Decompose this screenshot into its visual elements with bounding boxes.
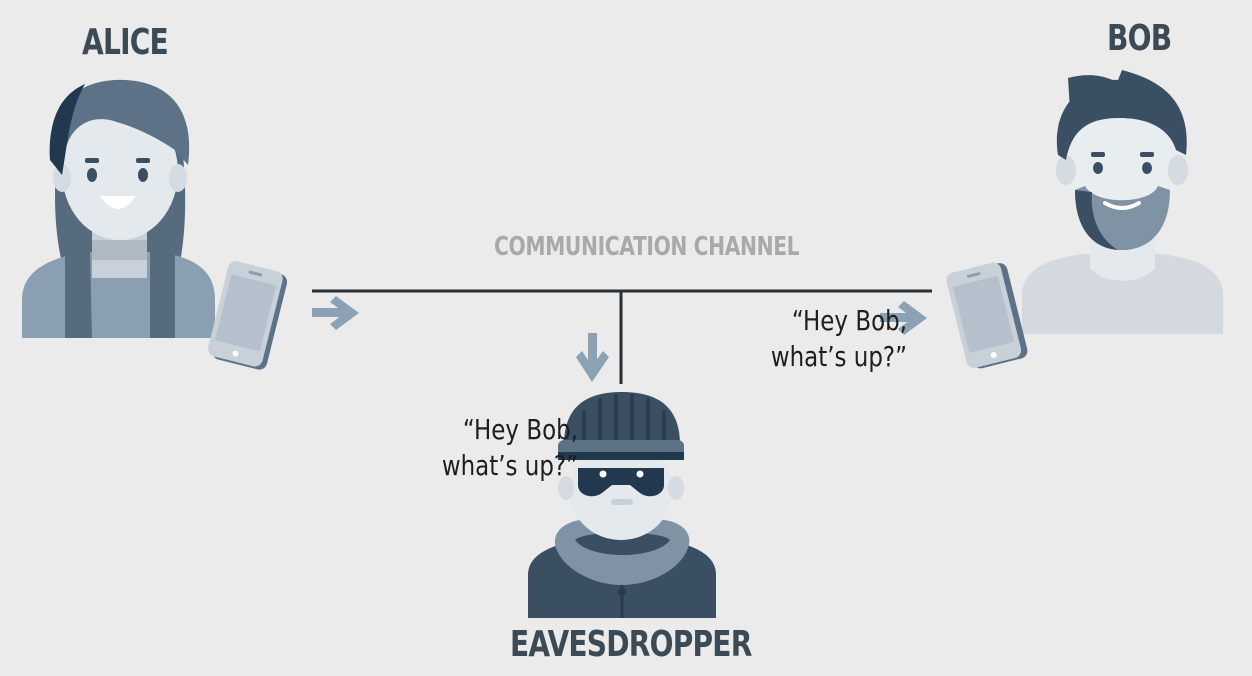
message-to-bob-line2: what’s up?” <box>770 340 907 373</box>
alice-phone-icon <box>208 261 288 370</box>
alice-avatar <box>22 79 215 338</box>
arrow-right-bob <box>880 301 927 335</box>
eavesdropper-label: EAVESDROPPER <box>510 624 752 665</box>
message-to-eavesdropper-line2: what’s up?” <box>441 449 578 482</box>
message-to-bob: “Hey Bob, what’s up?” <box>768 303 907 375</box>
message-to-eavesdropper: “Hey Bob, what’s up?” <box>439 412 578 484</box>
bob-avatar <box>1022 70 1223 334</box>
bob-phone-icon <box>946 262 1028 369</box>
channel-lines <box>312 289 932 384</box>
message-to-bob-line1: “Hey Bob, <box>791 304 907 337</box>
message-to-eavesdropper-line1: “Hey Bob, <box>462 413 578 446</box>
arrow-right-alice <box>312 296 359 330</box>
channel-label: COMMUNICATION CHANNEL <box>494 232 800 262</box>
arrow-down-eavesdropper <box>576 333 609 382</box>
alice-label: ALICE <box>82 22 169 63</box>
eavesdropper-avatar <box>528 392 716 618</box>
bob-label: BOB <box>1107 18 1172 59</box>
